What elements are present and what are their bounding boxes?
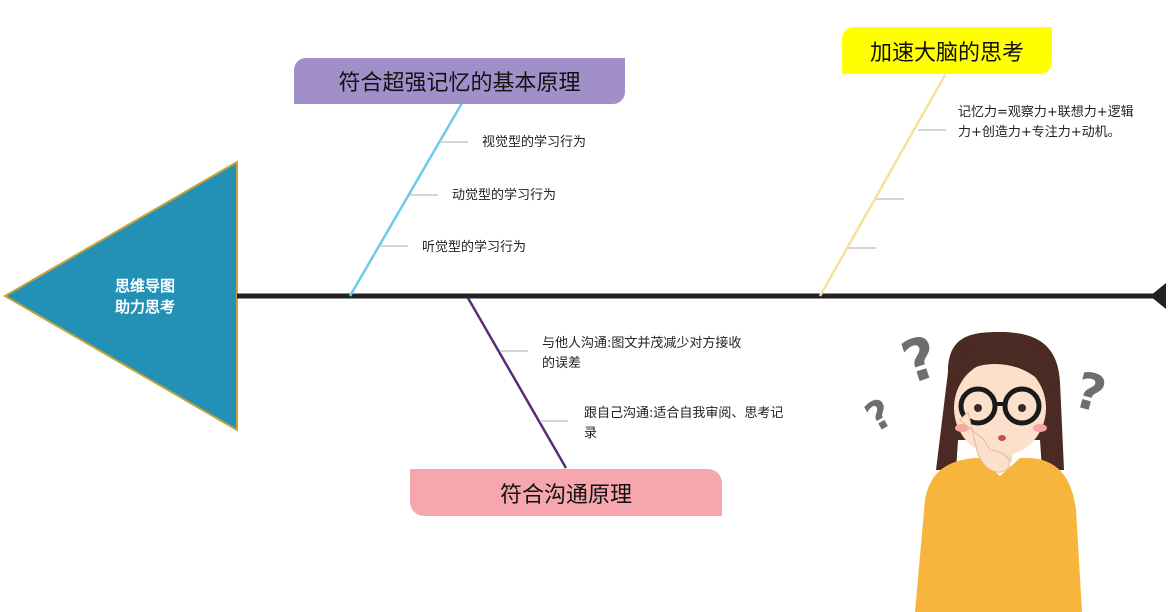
hair-bangs: [952, 338, 1050, 392]
thinking-girl-illustration: ? ? ?: [858, 322, 1112, 612]
head-title-line2: 助力思考: [114, 298, 175, 316]
mouth: [998, 435, 1006, 441]
question-mark-icon: ?: [858, 390, 901, 441]
head-title-line1: 思维导图: [114, 277, 175, 295]
hand: [959, 411, 1010, 473]
question-mark-icon: ?: [894, 322, 947, 397]
communication-bone: [466, 297, 568, 469]
blush: [1033, 424, 1047, 432]
memory-item-kinesthetic: 动觉型的学习行为: [452, 188, 557, 203]
arm: [925, 469, 1002, 560]
eye-left: [974, 404, 982, 412]
communication-item-self: 跟自己沟通:适合自我审阅、思考记录: [584, 406, 784, 441]
blush: [955, 424, 969, 432]
head-title: 思维导图 助力思考: [90, 276, 200, 318]
brain-item-formula: 记忆力=观察力+联想力+逻辑力+创造力+专注力+动机。: [958, 105, 1134, 140]
memory-branch-title: 符合超强记忆的基本原理: [294, 58, 625, 104]
communication-branch-title: 符合沟通原理: [410, 469, 722, 516]
question-mark-icon: ?: [1069, 361, 1112, 425]
brain-branch-title: 加速大脑的思考: [842, 27, 1052, 74]
eye-right: [1018, 404, 1026, 412]
face: [954, 360, 1046, 456]
brain-bone: [818, 74, 947, 297]
memory-item-visual: 视觉型的学习行为: [482, 135, 587, 150]
spine-arrow-tail: [1150, 283, 1166, 309]
communication-item-others: 与他人沟通:图文并茂减少对方接收的误差: [542, 336, 742, 371]
memory-item-auditory: 听觉型的学习行为: [422, 240, 527, 255]
memory-bone: [348, 102, 464, 297]
